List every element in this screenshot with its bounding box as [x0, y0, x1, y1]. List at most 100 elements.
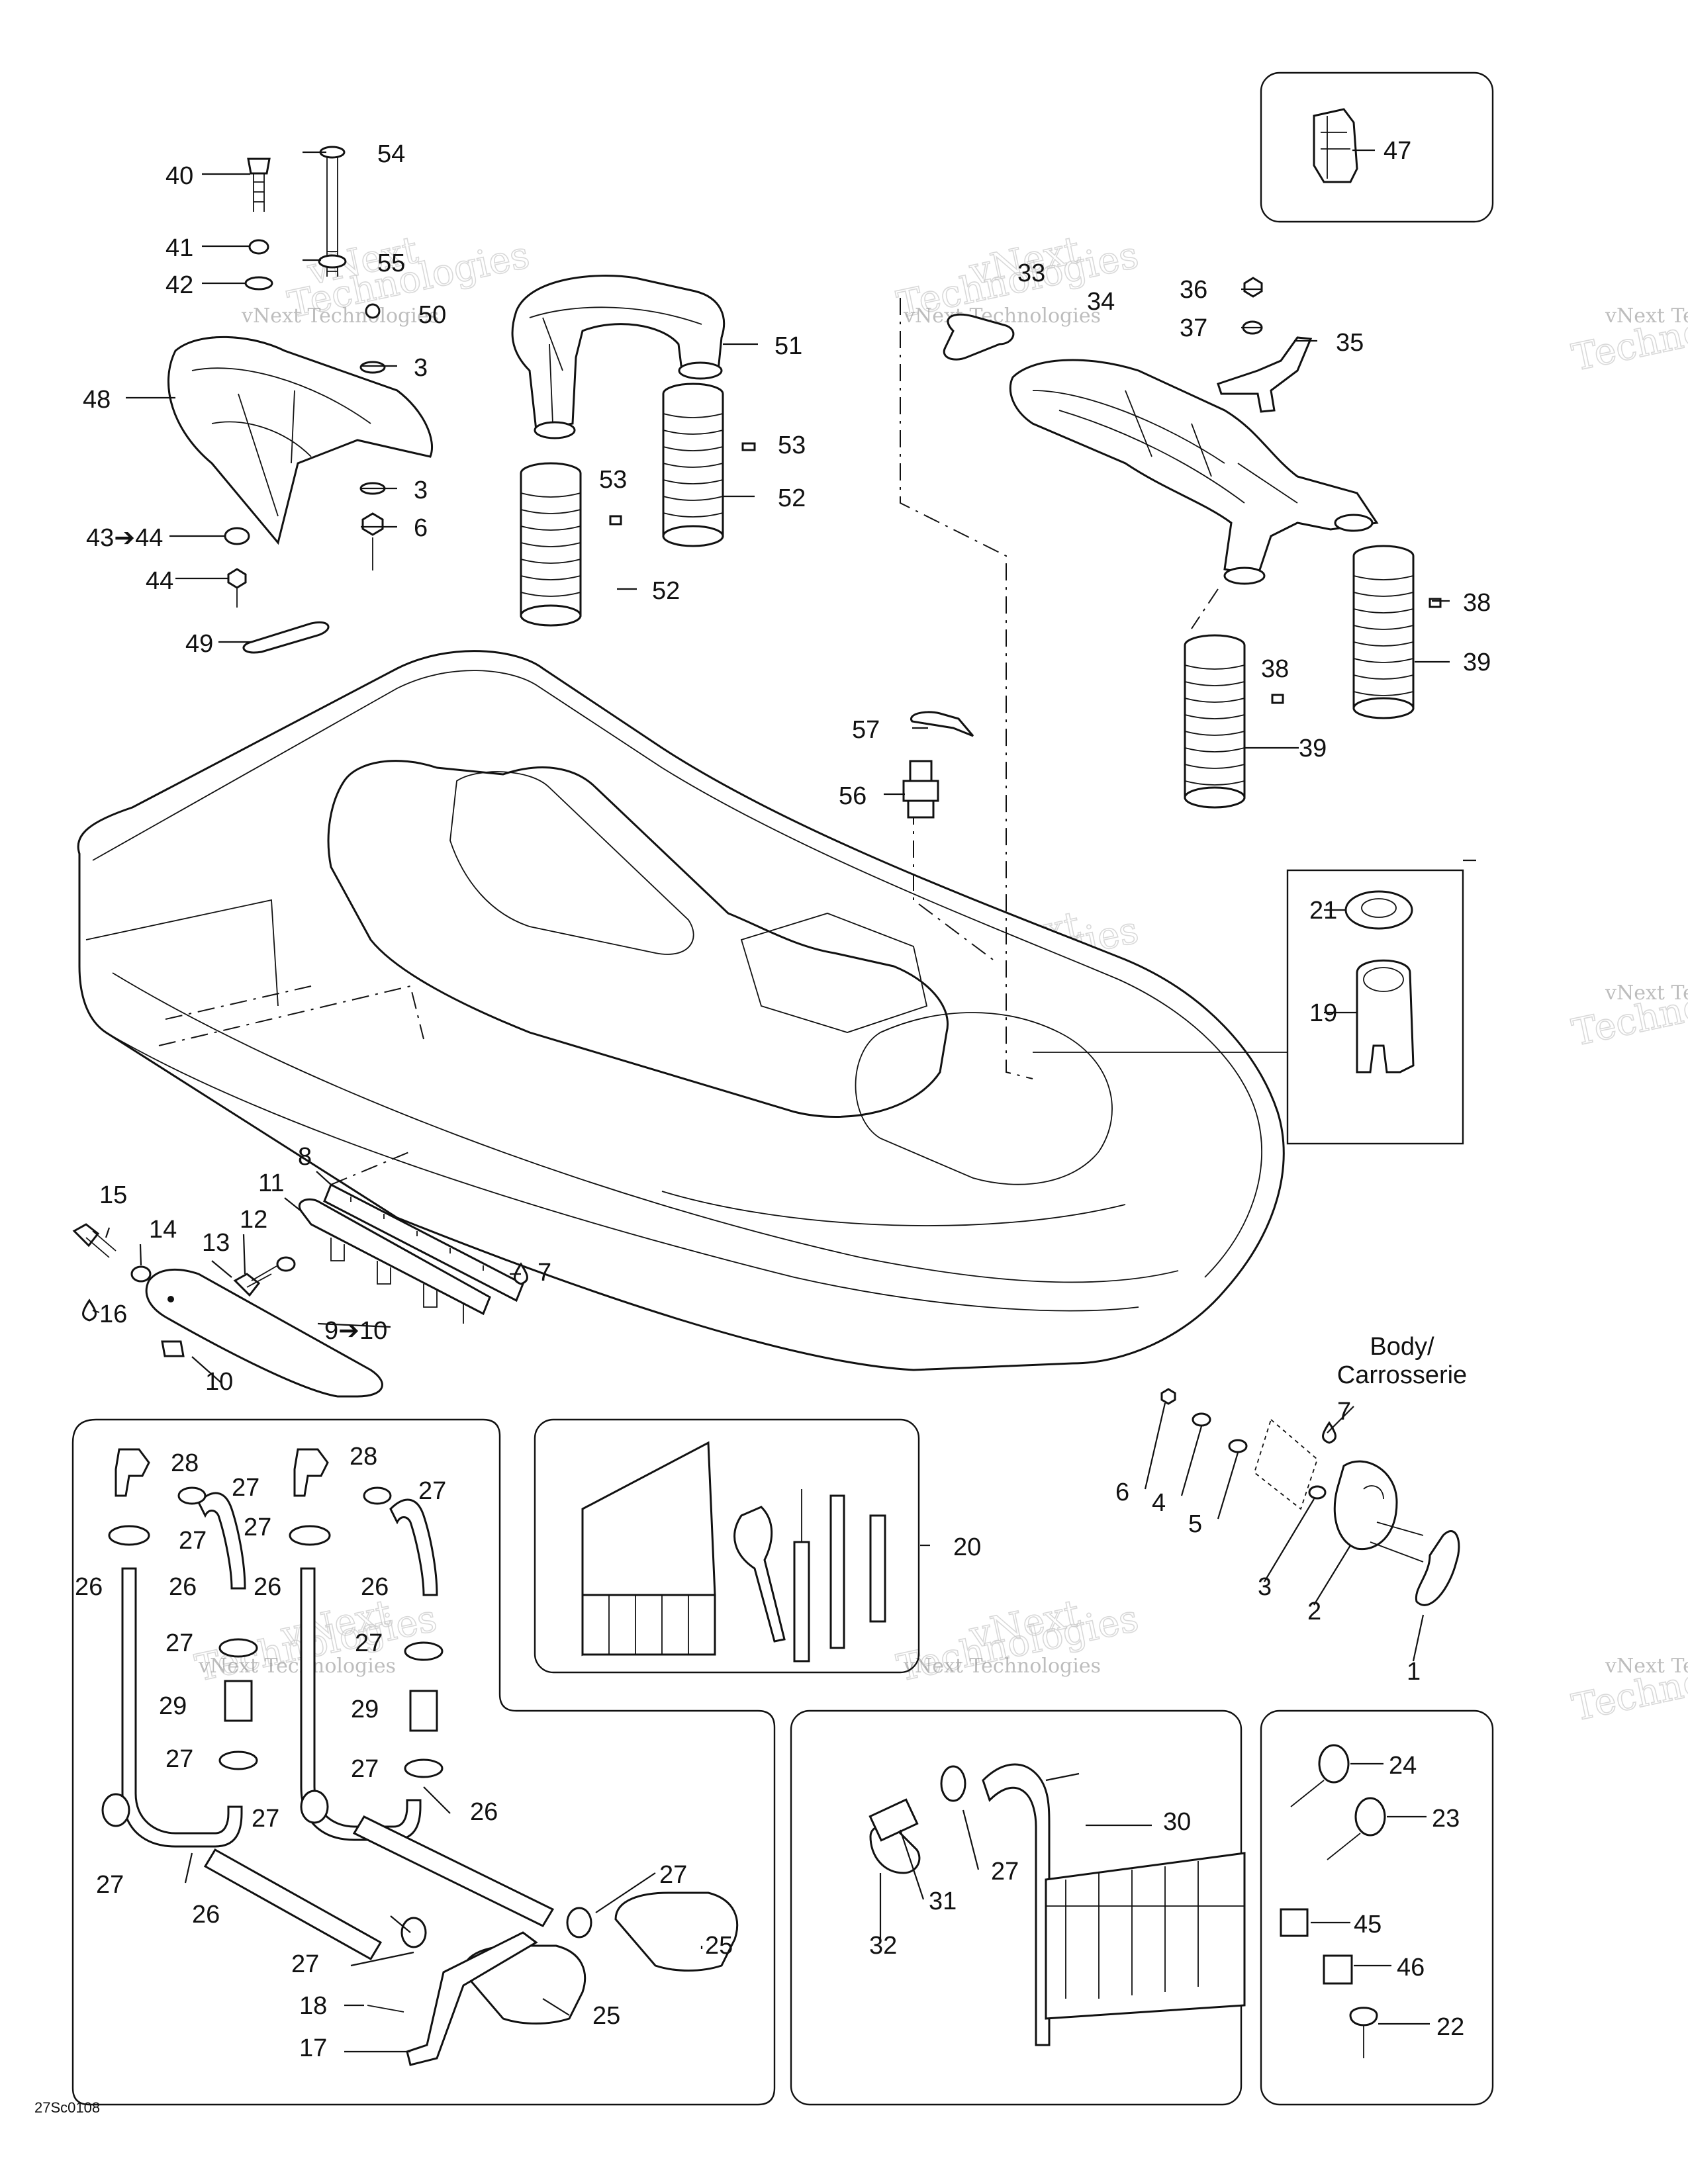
- callout-label: 43➔44: [86, 524, 163, 552]
- washer-4: [1192, 1412, 1211, 1427]
- hull-side: [85, 899, 1139, 1312]
- wrench-icon: [829, 1494, 845, 1649]
- callout-label: 7: [538, 1259, 551, 1287]
- bellows-52-left: [520, 462, 582, 627]
- inset-box: [1260, 71, 1494, 223]
- callout-label: 27: [179, 1527, 207, 1555]
- watermark-top-left: Technologies vNext vNext Technologies: [241, 228, 534, 328]
- callout-label: 29: [159, 1692, 187, 1720]
- hull-deck-line: [661, 1191, 1126, 1226]
- callout-label: 17: [299, 2034, 327, 2062]
- rail-group: [72, 1151, 528, 1398]
- callout-label: 30: [1163, 1808, 1191, 1836]
- callout-label: 32: [869, 1932, 897, 1960]
- filter-29-right: [409, 1690, 438, 1732]
- watermark-text: vNext Technologies: [1605, 981, 1688, 1005]
- callout-label: 27: [165, 1745, 193, 1773]
- plate-9: [145, 1268, 383, 1398]
- tie-24-tail: [1290, 1780, 1325, 1807]
- sensor-25-right: [614, 1891, 739, 1972]
- inset-box: [534, 1418, 920, 1674]
- callout-label: 27: [991, 1858, 1019, 1886]
- air-duct-34: [1009, 359, 1379, 577]
- clip-47-box: [1260, 71, 1494, 223]
- callout-label: 11: [258, 1169, 284, 1197]
- callout-label: 56: [839, 782, 867, 810]
- callout-label: 35: [1336, 329, 1364, 357]
- intake-duct-group: [511, 275, 756, 627]
- cap-21: [1344, 890, 1413, 930]
- washer-42: [244, 276, 273, 291]
- intake-duct-51-contour: [529, 306, 702, 424]
- mirror-screws: [1363, 1485, 1424, 1563]
- air-duct-34-port: [1223, 567, 1266, 585]
- screw-53-left: [609, 515, 622, 525]
- bellows-52-right: [662, 383, 724, 547]
- gauge-box: [1033, 869, 1464, 1145]
- callout-label: 3: [1258, 1573, 1272, 1601]
- screw-38-right: [1429, 598, 1442, 608]
- watermark-big-text: Technologies: [1568, 287, 1688, 380]
- callout-label: 27: [252, 1805, 279, 1833]
- screw-54-shank: [326, 158, 338, 277]
- tie-24: [1318, 1744, 1350, 1784]
- nut-44: [227, 568, 247, 589]
- callout-label: 27: [232, 1474, 259, 1502]
- filter-29-left: [224, 1680, 253, 1722]
- bolt-13-shank: [246, 1265, 277, 1288]
- hose-26-d: [389, 1498, 438, 1596]
- handle-group: [167, 146, 434, 654]
- clip-45: [1280, 1908, 1309, 1937]
- washer-5: [1228, 1439, 1248, 1453]
- callout-label: 55: [377, 250, 405, 277]
- clamp-27-set: [101, 1486, 592, 1948]
- battery: [1045, 1852, 1246, 2020]
- clip-47-detail: [1321, 116, 1350, 179]
- mirror-group: Body/ Carrosserie: [1160, 1333, 1467, 1606]
- callout-label: 26: [470, 1798, 498, 1826]
- socket-tool-icon: [869, 1514, 886, 1623]
- callout-label: 6: [414, 514, 428, 542]
- bolt-40-thread: [253, 173, 265, 212]
- callout-label: 28: [350, 1443, 377, 1471]
- elbow-28-left: [115, 1448, 150, 1497]
- bracket-17: [406, 1931, 538, 2066]
- fitting-56-top: [909, 760, 933, 782]
- bellows-39-left: [1184, 634, 1246, 809]
- reference-line-56: [913, 807, 994, 960]
- callout-label: 31: [929, 1888, 957, 1915]
- callout-label: 22: [1436, 2013, 1464, 2041]
- hull-chine: [112, 972, 1179, 1283]
- callout-label: 33: [1017, 259, 1045, 287]
- callout-label: 3: [414, 354, 428, 382]
- callout-label: 27: [96, 1871, 124, 1899]
- reference-line-rail: [330, 1151, 411, 1185]
- callout-label: 49: [185, 630, 213, 658]
- callout-label: 21: [1309, 897, 1337, 925]
- rail-8-holes: [350, 1197, 484, 1271]
- body-label-line2: Carrosserie: [1337, 1361, 1467, 1389]
- screw-38-left: [1271, 694, 1284, 704]
- sealant-16-drop-icon: [82, 1298, 97, 1322]
- bolt-15-head: [72, 1223, 100, 1248]
- seat-console: [740, 913, 928, 1033]
- valve-31: [868, 1798, 919, 1842]
- callout-label: 27: [418, 1477, 446, 1505]
- fitting-56-bottom: [907, 799, 935, 819]
- bolt-15-shank: [85, 1230, 117, 1258]
- handle-48: [167, 336, 434, 545]
- washer-55: [318, 254, 347, 269]
- leader-lines: [126, 149, 1476, 1014]
- callout-label: 9➔10: [324, 1317, 387, 1345]
- hose-box: [71, 1418, 776, 2106]
- figure-code: 27Sc0108: [34, 2099, 100, 2116]
- tool-bag-dividers: [608, 1595, 689, 1655]
- screw-22: [1349, 2007, 1378, 2026]
- callout-label: 26: [75, 1573, 103, 1601]
- bolt-40: [247, 158, 271, 175]
- callout-label: 12: [240, 1206, 267, 1234]
- elbow-28-right: [293, 1448, 329, 1497]
- reference-line-39: [1191, 588, 1219, 629]
- inset-box: [1260, 1709, 1494, 2106]
